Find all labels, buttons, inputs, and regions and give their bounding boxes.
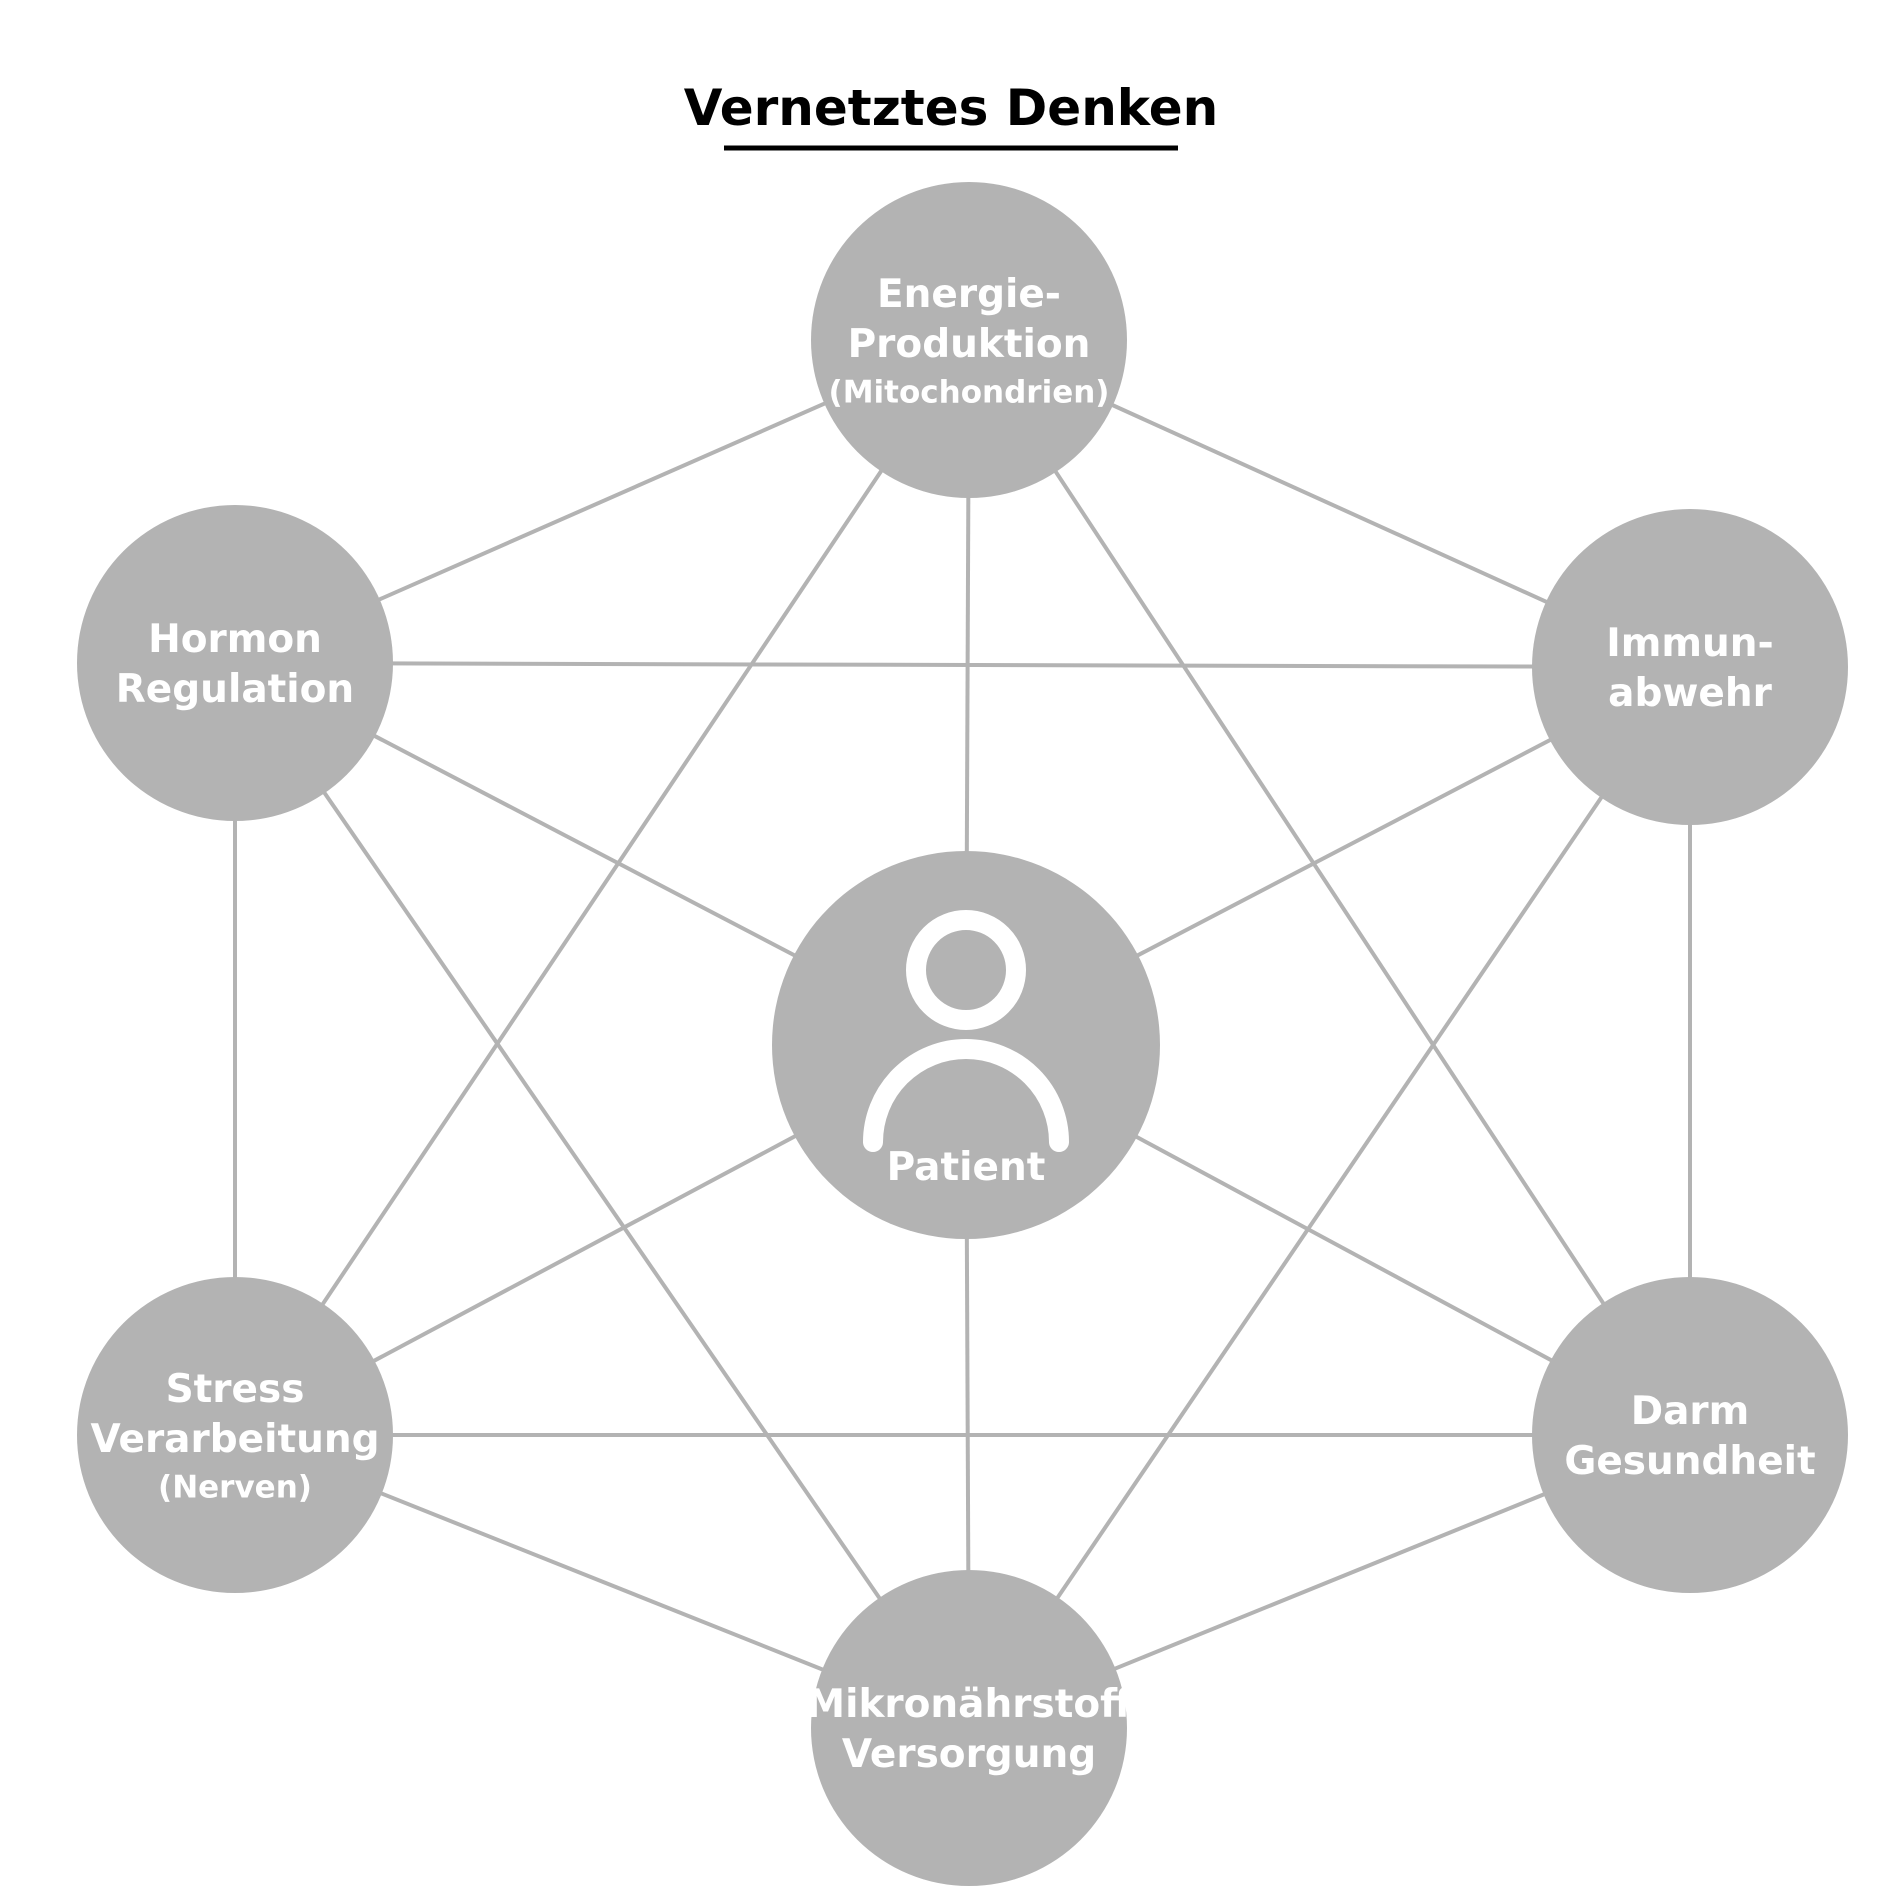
node-label-darm: Gesundheit	[1564, 1439, 1815, 1484]
node-label-darm: Darm	[1631, 1389, 1750, 1434]
person-head-icon	[906, 910, 1026, 1030]
node-energie: Energie- Produktion (Mitochondrien)	[811, 182, 1127, 498]
node-circle-hormon	[77, 505, 393, 821]
node-label-mikro: Versorgung	[842, 1732, 1096, 1777]
connection-immun-mikro	[967, 665, 1692, 1730]
node-label-immun: Immun-	[1606, 621, 1774, 666]
connection-hormon-immun	[234, 661, 1691, 669]
node-circle-mikro	[811, 1570, 1127, 1886]
node-circle-stress	[77, 1277, 393, 1593]
node-label-immun: abwehr	[1608, 671, 1772, 716]
node-label-hormon: Regulation	[116, 667, 354, 712]
node-immun: Immun-abwehr	[1532, 509, 1848, 825]
connection-energie-stress	[233, 338, 971, 1437]
node-label-hormon: Hormon	[148, 617, 322, 662]
node-label-energie: (Mitochondrien)	[829, 374, 1110, 410]
connection-hormon-mikro	[233, 661, 971, 1730]
patient-node: Patient	[772, 851, 1160, 1239]
node-label-stress: Verarbeitung	[90, 1417, 379, 1462]
person-body-icon	[863, 1039, 1069, 1152]
patient-label: Patient	[887, 1145, 1046, 1190]
node-circle-energie	[811, 182, 1127, 498]
node-label-stress: (Nerven)	[158, 1469, 312, 1505]
person-icon	[863, 910, 1069, 1152]
node-label-energie: Produktion	[848, 322, 1091, 367]
connection-energie-darm	[967, 338, 1692, 1437]
node-circle-immun	[1532, 509, 1848, 825]
diagram-title-group: Vernetztes Denken	[684, 79, 1218, 151]
topic-nodes: Energie- Produktion (Mitochondrien) HormonR…	[77, 182, 1848, 1886]
diagram-title: Vernetztes Denken	[684, 79, 1218, 137]
node-label-stress: Stress	[166, 1367, 305, 1412]
node-label-mikro: Mikronährstoff	[806, 1682, 1132, 1727]
node-label-energie: Energie-	[877, 272, 1061, 317]
node-circle-darm	[1532, 1277, 1848, 1593]
